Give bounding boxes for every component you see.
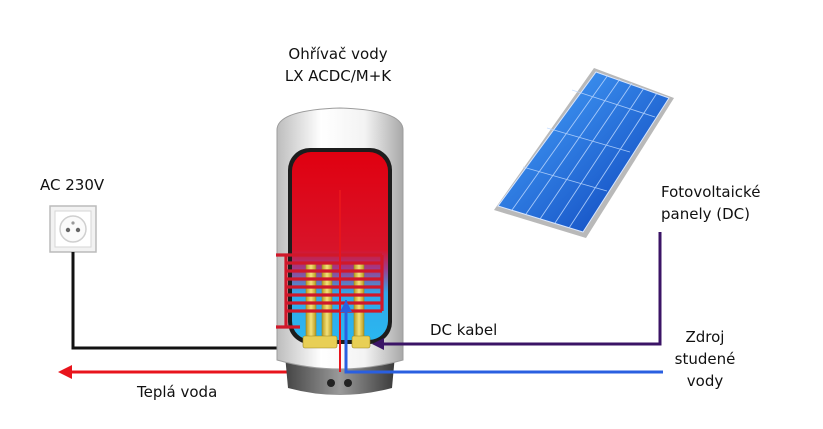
dc-cable-label: DC kabel [430, 321, 498, 339]
solar-panel-icon [494, 68, 674, 238]
heater-title-line1: Ohřívač vody [288, 45, 388, 63]
cold-water-arrow [340, 300, 352, 312]
hot-water-label: Teplá voda [137, 383, 218, 401]
water-heater-icon [276, 107, 404, 395]
cold-water-label-line3: vody [686, 372, 724, 390]
dc-cable [378, 232, 662, 346]
ac-supply-label: AC 230V [40, 176, 105, 194]
ac-cable [71, 252, 305, 350]
power-socket-icon [49, 205, 97, 253]
cold-water-label-line2: studené [674, 350, 736, 368]
cold-water-label-line1: Zdroj [685, 328, 725, 346]
dc-cable-arrow [372, 338, 384, 350]
pv-label-line1: Fotovoltaické [661, 183, 761, 201]
hot-water-arrow [58, 365, 72, 379]
heater-title-line2: LX ACDC/M+K [284, 67, 392, 85]
pv-label-line2: panely (DC) [661, 205, 750, 223]
cold-water-pipe [344, 306, 663, 374]
